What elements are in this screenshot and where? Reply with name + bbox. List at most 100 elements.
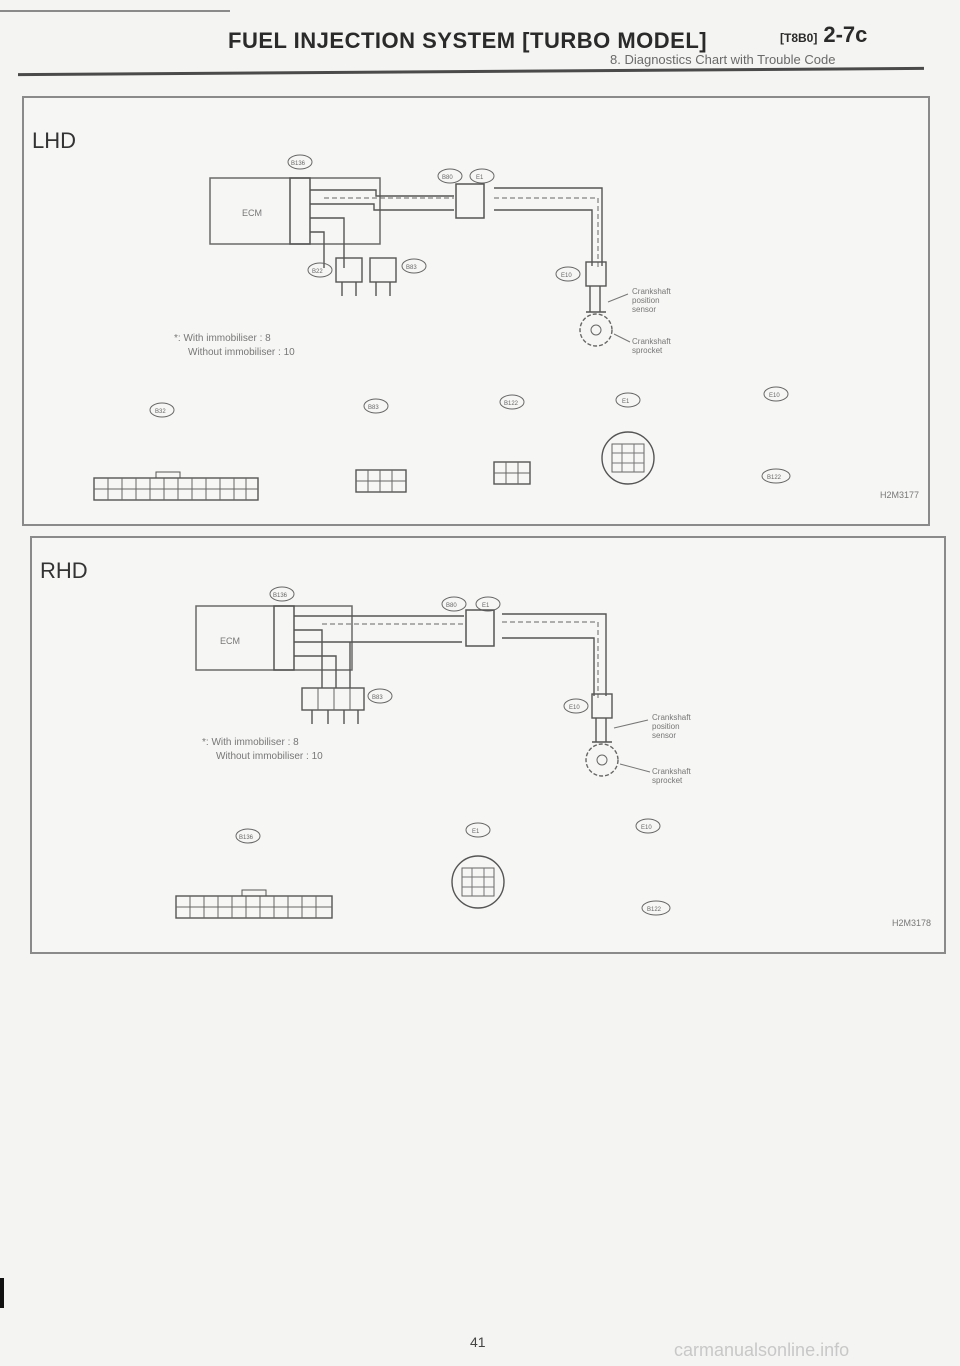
rhd-face-b122-label: B122 [647,907,662,913]
lhd-sensor-connector-body [585,261,607,287]
lhd-b122-face-grid [494,462,530,484]
lhd-immobiliser-note: *: With immobiliser : 8 Without immobili… [174,332,295,360]
rhd-ecm-face-lock [241,889,267,897]
lhd-face-e1 [615,392,641,408]
rhd-connector-b136-label: B136 [273,593,288,599]
rhd-immobiliser-note: *: With immobiliser : 8 Without immobili… [202,736,323,764]
page-subtitle: 8. Diagnostics Chart with Trouble Code [610,52,836,67]
lhd-sensor-leads [586,286,606,313]
lhd-connector-b80-label: B80 [442,175,453,181]
watermark: carmanualsonline.info [674,1340,850,1360]
lhd-ecm-box [209,177,381,245]
lhd-e1-face [601,431,655,485]
rhd-crank-hub [596,754,608,766]
rhd-e1-face-grid [462,868,494,896]
lhd-face-e10-label: E10 [769,393,780,399]
rhd-sensor-connector-body [591,693,613,719]
lhd-crank-sprocket-label-1: Crankshaft [632,337,671,346]
rhd-sensor-leader [613,719,651,773]
lhd-connector-b83-label: B83 [406,265,417,271]
rhd-ecm-terminal [273,605,295,671]
rhd-wire-shield [322,621,599,698]
rhd-connector-e10-label: E10 [569,705,580,711]
section-code-small: [T8B0] [780,31,818,45]
lhd-wire-shield [324,197,599,268]
rhd-figure-ref: H2M3178 [892,918,932,928]
lhd-connector-b22-body [335,257,363,283]
lhd-ecm-label: ECM [242,208,262,218]
page-number: 41 [470,1334,486,1350]
lhd-connector-e1-label: E1 [476,175,484,181]
rhd-note-line-1: *: With immobiliser : 8 [202,737,299,748]
lhd-note-line-1: *: With immobiliser : 8 [174,333,271,344]
lhd-face-b122 [499,394,525,410]
lhd-wiring-diagram: ECM B136 B80 E1 B22 B83 E10 Crankshaft p… [93,154,791,501]
rhd-crank-sensor-label-1: Crankshaft [652,713,691,722]
rhd-crank-sensor-label-2: position [652,722,680,731]
binding-mark [0,1278,4,1308]
lhd-connector-e10 [555,266,581,282]
lhd-wire-right [494,187,603,266]
rhd-face-e10 [635,818,661,834]
rhd-sensor-leads [592,718,612,743]
rhd-wire-right [502,613,607,696]
lhd-note-line-2: Without immobiliser : 10 [188,347,295,358]
rhd-crank-sprocket-shape [585,743,619,777]
lhd-sensor-leader [607,293,631,343]
rhd-connector-b83 [367,688,393,704]
lhd-crank-sprocket-shape [579,313,613,347]
lhd-connector-e1 [469,168,495,184]
lhd-connector-b80 [437,168,463,184]
rhd-crank-sprocket-label-1: Crankshaft [652,767,691,776]
lhd-face-b83 [363,398,389,414]
rhd-lower-pins [311,710,359,724]
rhd-e1-face-pins [461,867,495,897]
rhd-connector-b83-body [301,687,365,711]
rhd-joint-connector [465,609,495,647]
lhd-face-e10 [763,386,789,402]
rhd-note-line-2: Without immobiliser : 10 [216,751,323,762]
lhd-crank-sprocket-label-2: sprocket [632,346,663,355]
lhd-crank-sensor-label-1: Crankshaft [632,287,671,296]
top-left-tick [0,10,230,12]
rhd-title: RHD [40,558,88,583]
lhd-crank-sensor-label-2: position [632,296,660,305]
lhd-crank-hub [590,324,602,336]
lhd-face-b122-right-label: B122 [767,475,782,481]
lhd-crank-sensor-label-3: sensor [632,305,656,314]
rhd-connector-e10 [563,698,589,714]
lhd-face-b122-label: B122 [504,401,519,407]
lhd-panel: LHD ECM B136 B80 E1 B22 B83 E10 Cra [22,96,930,526]
section-code-main: 2-7c [823,22,868,47]
rhd-wiring-diagram: ECM B136 B80 E1 B83 E10 Crankshaft posit… [175,586,691,919]
lhd-figure-ref: H2M3177 [880,490,920,500]
rhd-ecm-face-grid [176,896,332,918]
rhd-face-b122 [641,900,671,916]
lhd-joint-connector [455,183,485,219]
lhd-e1-face-grid [612,444,644,472]
lhd-connector-b22-label: B22 [312,269,323,275]
lhd-connector-b22 [307,262,333,278]
rhd-connector-b136 [269,586,295,602]
lhd-wire-main [310,189,454,268]
lhd-face-b32-label: B32 [155,409,166,415]
section-code: [T8B0] 2-7c [780,22,867,48]
rhd-wire-main [294,615,464,688]
rhd-connector-b83-label: B83 [372,695,383,701]
rhd-ecm-label: ECM [220,636,240,646]
rhd-face-e10-label: E10 [641,825,652,831]
lhd-ecm-terminal [289,177,311,245]
rhd-connector-e1 [475,596,501,612]
rhd-crank-sensor-label-3: sensor [652,731,676,740]
rhd-connector-b80-label: B80 [446,603,457,609]
lhd-connector-b83 [401,258,427,274]
rhd-b83-grid [317,688,351,710]
lhd-face-b83-label: B83 [368,405,379,411]
rhd-panel: RHD ECM B136 B80 E1 B83 E10 Crankshaft p… [30,536,946,954]
lhd-connector-b136 [287,154,313,170]
rhd-face-b136 [235,828,261,844]
lhd-ecm-face-lock [155,471,181,479]
lhd-e1-face-pins [611,443,645,473]
lhd-title: LHD [32,128,77,153]
rhd-connector-b80 [441,596,467,612]
